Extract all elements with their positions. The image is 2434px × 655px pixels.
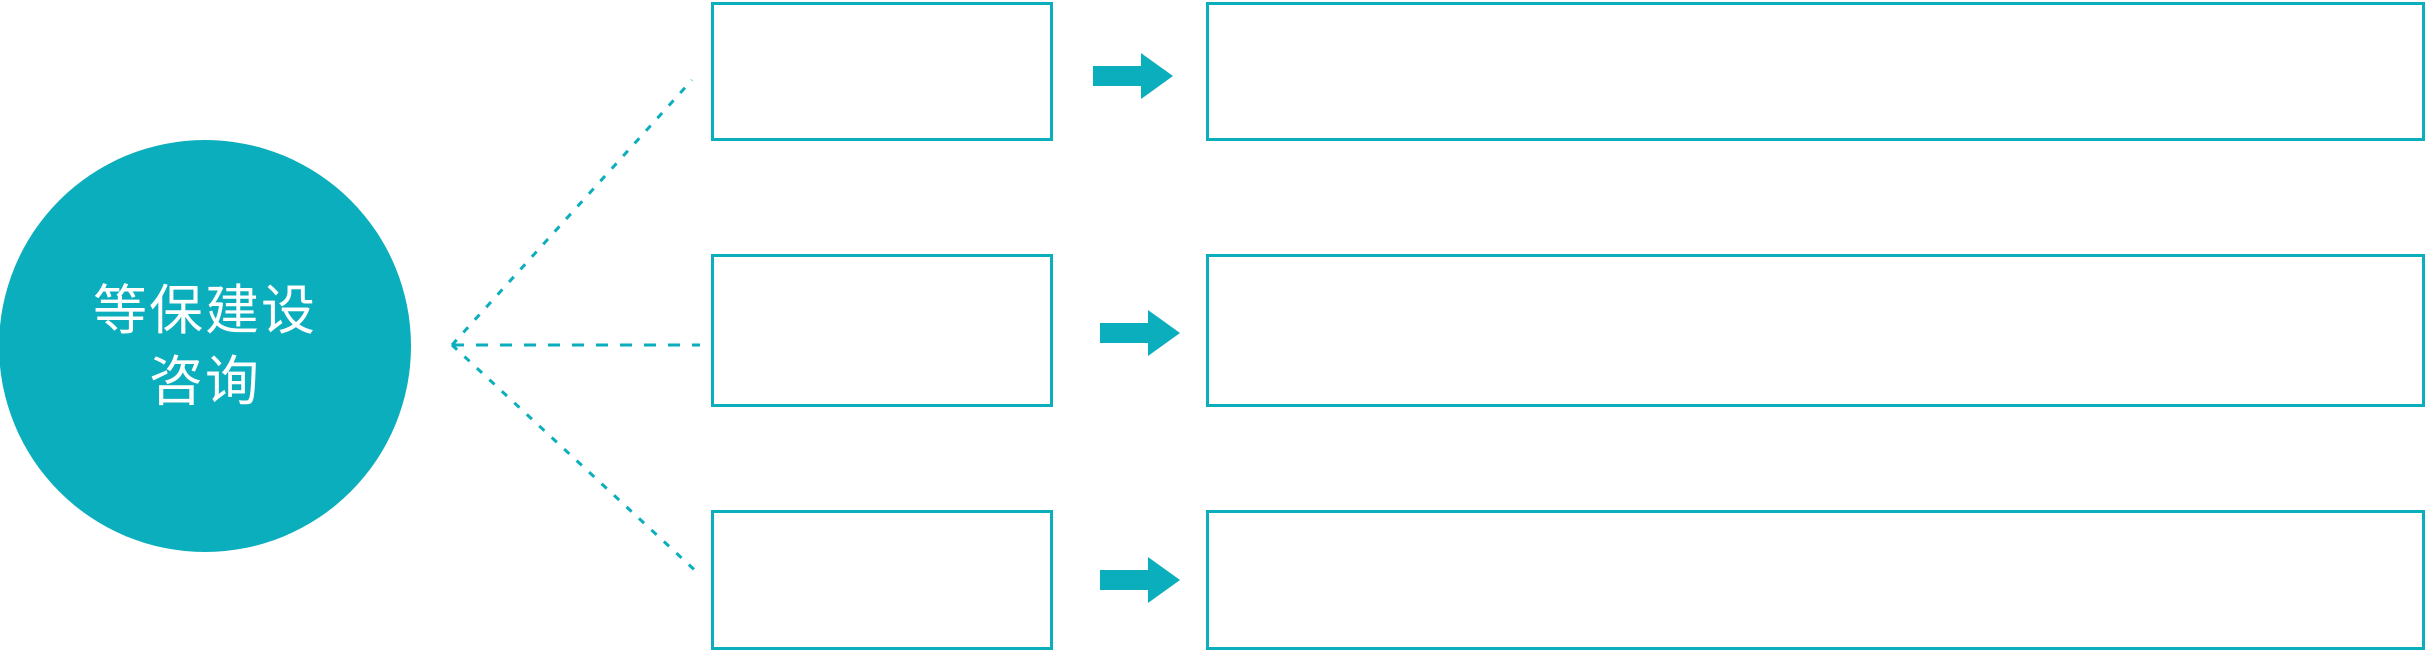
detail-box-1[interactable] [1206, 2, 2425, 141]
label-box-1[interactable] [711, 2, 1053, 141]
label-box-3[interactable] [711, 510, 1053, 650]
detail-box-2[interactable] [1206, 254, 2425, 407]
arrow-right-icon-3 [1100, 557, 1180, 603]
hub-label-line-1: 等保建设 [93, 278, 317, 342]
label-box-2[interactable] [711, 254, 1053, 407]
hub-label-line-2: 咨询 [149, 350, 261, 413]
arrow-right-icon-2 [1100, 310, 1180, 356]
connector-branch-1 [450, 78, 694, 347]
arrow-right-icon-1 [1093, 53, 1173, 99]
detail-box-3[interactable] [1206, 510, 2425, 650]
hub-circle[interactable]: 等保建设 咨询 [0, 140, 411, 552]
connector-branch-3 [450, 343, 702, 577]
